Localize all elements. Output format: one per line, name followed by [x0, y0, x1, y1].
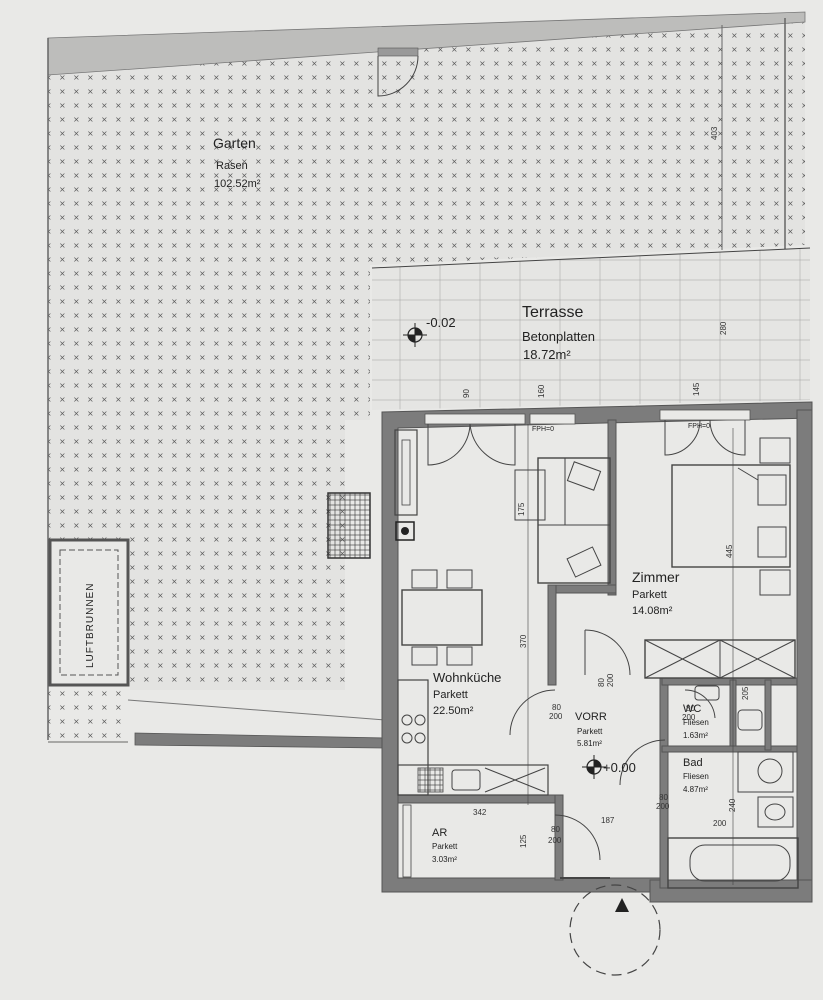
- dim-200-vorr: 200: [549, 712, 563, 721]
- garden-gate: [377, 47, 419, 97]
- garten-surface: Rasen: [216, 160, 248, 172]
- dim-240: 240: [728, 798, 737, 812]
- wc-area: 1.63m²: [683, 731, 708, 740]
- dim-403: 403: [710, 126, 719, 140]
- zimmer-surface: Parkett: [632, 589, 667, 601]
- wohnkueche-name: Wohnküche: [433, 670, 501, 685]
- dim-200-bad: 200: [656, 802, 670, 811]
- vorr-area: 5.81m²: [577, 739, 602, 748]
- dim-205: 205: [741, 686, 750, 700]
- luftbrunnen: LUFTBRUNNEN: [48, 538, 130, 687]
- dim-160: 160: [537, 384, 546, 398]
- dim-145: 145: [692, 382, 701, 396]
- ar-area: 3.03m²: [432, 855, 457, 864]
- dim-370: 370: [519, 634, 528, 648]
- fph-marker-bedroom: FPH=0: [688, 423, 710, 430]
- kitchen-furniture: [394, 424, 611, 805]
- wohnkueche-area: 22.50m²: [433, 705, 474, 717]
- wc-surface: Fliesen: [683, 718, 709, 727]
- bad-area: 4.87m²: [683, 785, 708, 794]
- ar-name: AR: [432, 827, 447, 839]
- level-markers: [403, 323, 606, 779]
- bad-name: Bad: [683, 757, 703, 769]
- terrace-level: -0.02: [426, 315, 456, 330]
- wohnkueche-surface: Parkett: [433, 689, 468, 701]
- zimmer-area: 14.08m²: [632, 605, 673, 617]
- ar-surface: Parkett: [432, 842, 458, 851]
- living-doors: [427, 419, 746, 466]
- bad-surface: Fliesen: [683, 772, 709, 781]
- fph-marker-living: FPH=0: [532, 426, 554, 433]
- dim-80-bad: 80: [659, 793, 668, 802]
- hall-doors: [509, 629, 716, 861]
- floor-grate: [327, 492, 371, 559]
- garten-name: Garten: [213, 135, 256, 151]
- entrance: [560, 877, 661, 976]
- zimmer-name: Zimmer: [632, 569, 680, 585]
- dim-80-ar: 80: [551, 825, 560, 834]
- dim-80-wc: 80: [686, 704, 695, 713]
- terrasse-area: 18.72m²: [523, 347, 571, 362]
- dim-90: 90: [462, 389, 471, 398]
- garden-area: [47, 11, 806, 749]
- garten-area: 102.52m²: [214, 178, 261, 190]
- dim-342: 342: [473, 808, 487, 817]
- terrace-area: [371, 247, 811, 410]
- terrasse-surface: Betonplatten: [522, 329, 595, 344]
- bedroom-furniture: [644, 428, 796, 885]
- dim-200-zimmer: 200: [606, 673, 615, 687]
- dim-445: 445: [725, 544, 734, 558]
- dim-80-zimmer: 80: [597, 678, 606, 687]
- wc-name: WC: [683, 703, 701, 715]
- dim-80-vorr: 80: [552, 703, 561, 712]
- bath-fixtures: [667, 685, 799, 889]
- vorr-name: VORR: [575, 711, 607, 723]
- dimension-labels: 403 280 370 445 342 187 240 125 205 175 …: [462, 126, 750, 848]
- hall-level: +0.00: [603, 760, 636, 775]
- apartment-walls: [381, 401, 813, 903]
- terrasse-name: Terrasse: [522, 304, 583, 321]
- vorr-surface: Parkett: [577, 727, 603, 736]
- dim-280: 280: [719, 321, 728, 335]
- dim-175: 175: [517, 502, 526, 516]
- dim-200-wc: 200: [682, 713, 696, 722]
- dim-125: 125: [519, 834, 528, 848]
- luftbrunnen-label: LUFTBRUNNEN: [85, 583, 96, 668]
- dim-200-bad2: 200: [713, 819, 727, 828]
- storage-shelf: [402, 804, 412, 878]
- dim-200-ar: 200: [548, 836, 562, 845]
- dim-187: 187: [601, 816, 615, 825]
